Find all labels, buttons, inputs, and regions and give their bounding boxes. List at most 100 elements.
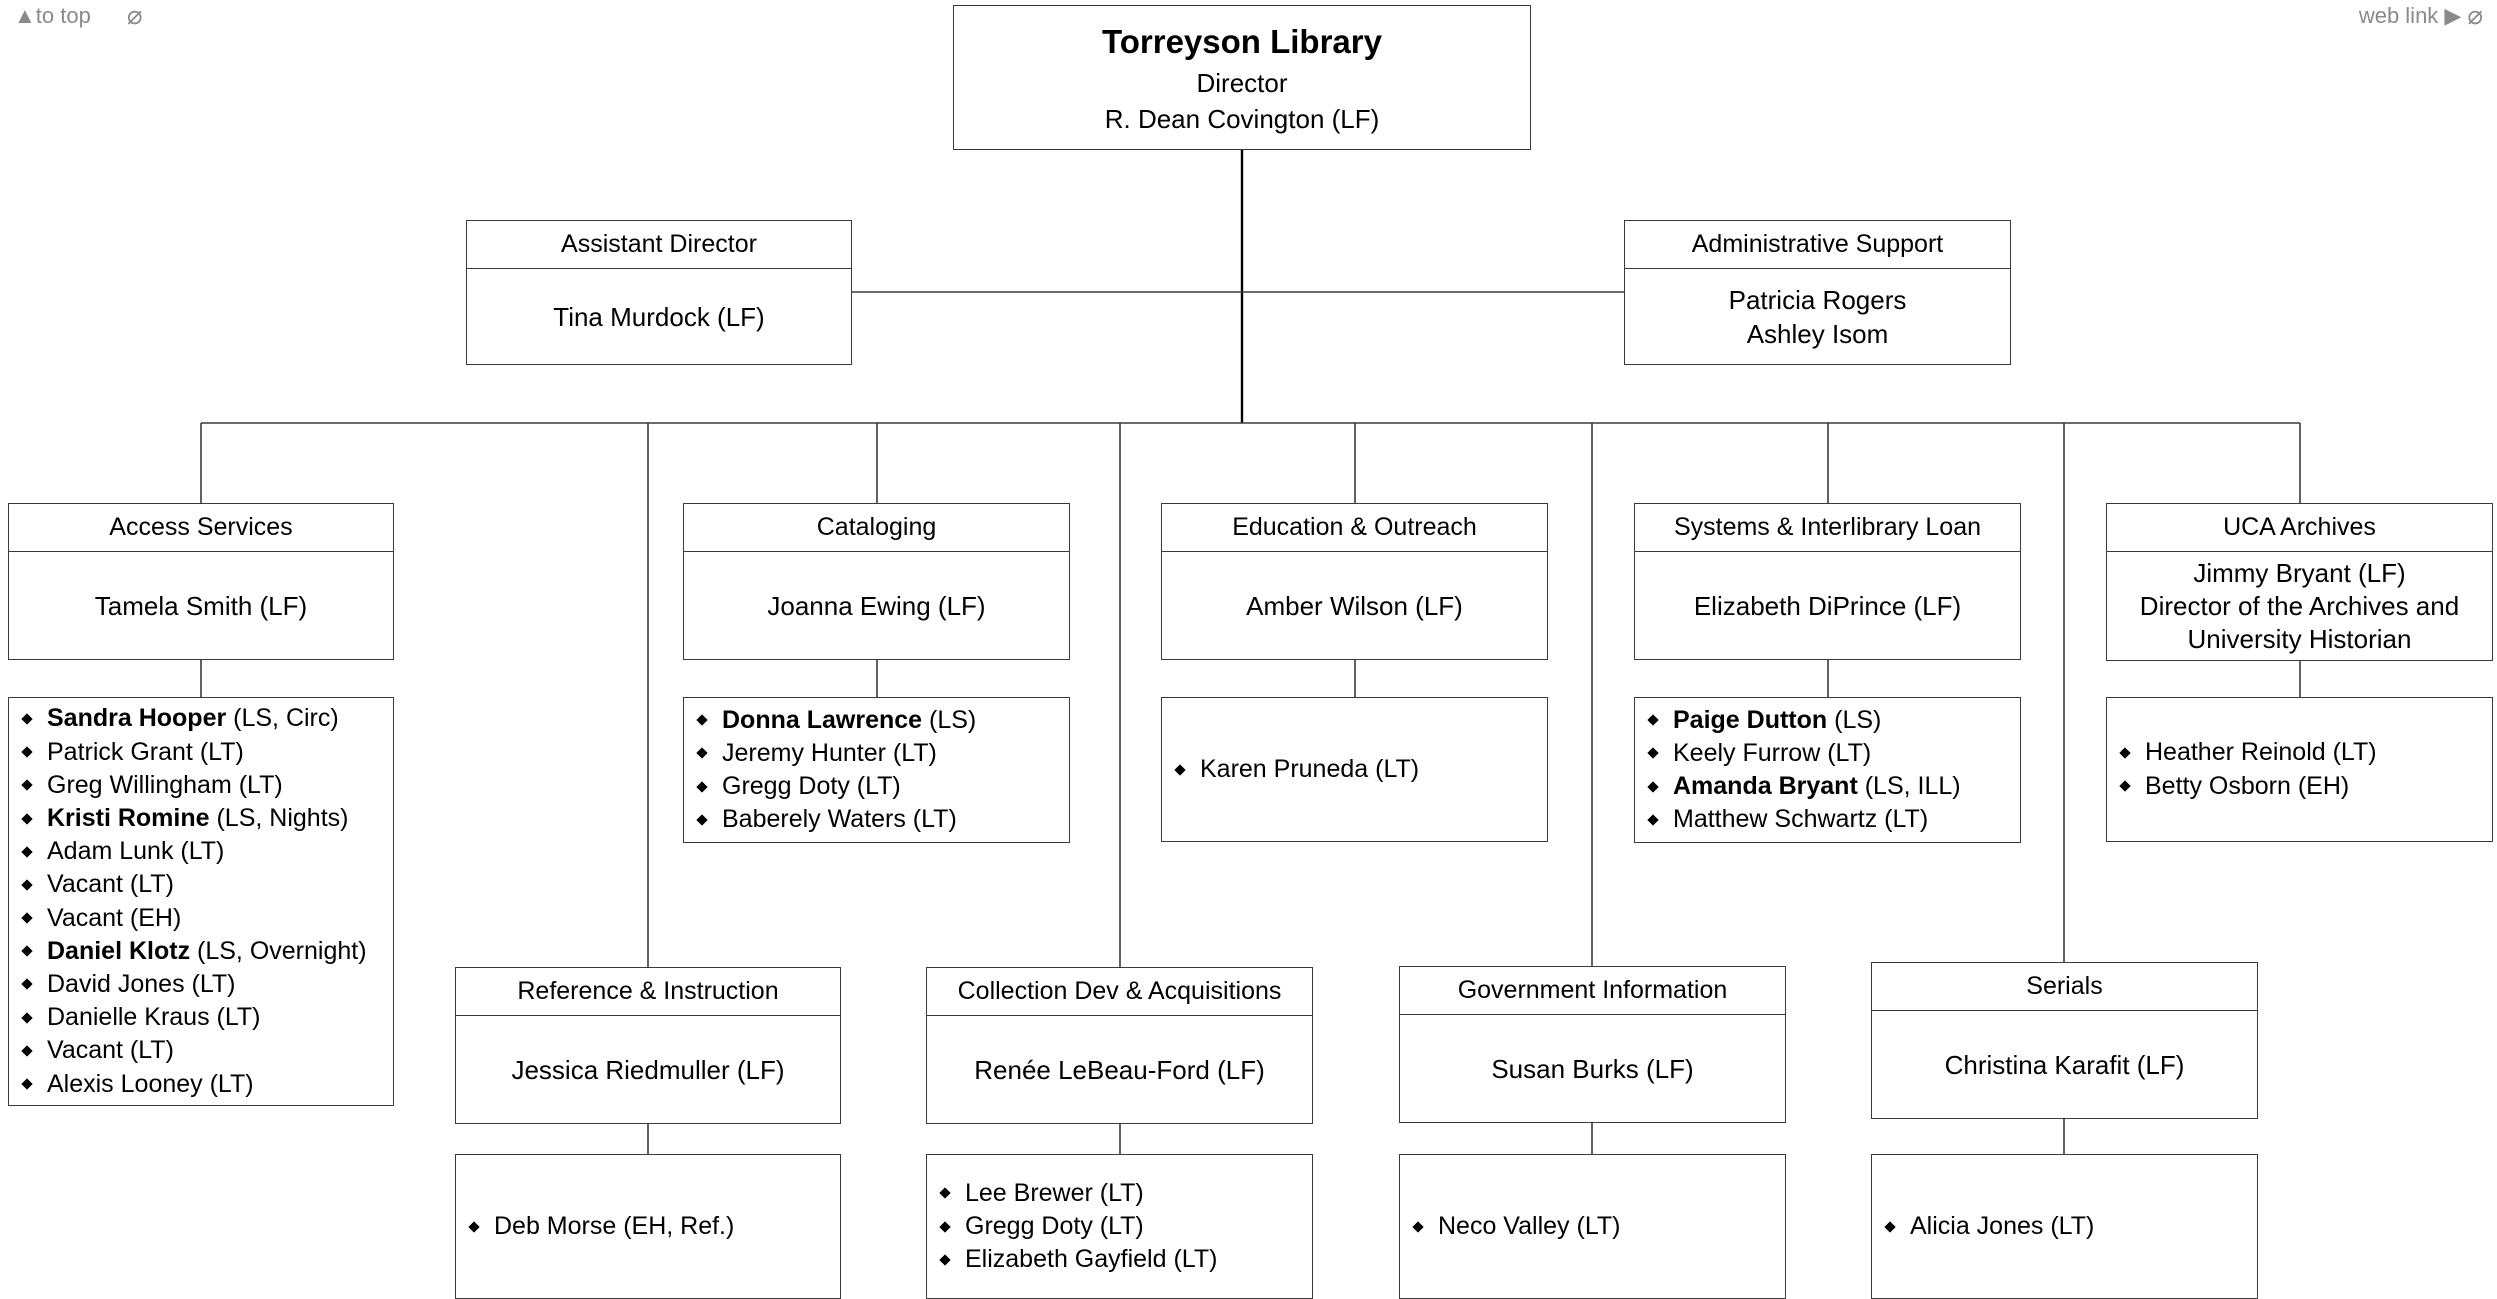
education-outreach-box: Education & Outreach Amber Wilson (LF) — [1161, 503, 1548, 660]
diamond-bullet-icon — [468, 1220, 480, 1233]
staff-name: Adam Lunk (LT) — [47, 837, 225, 866]
uca-archives-header: UCA Archives — [2107, 504, 2492, 552]
admin-support-box: Administrative Support Patricia Rogers A… — [1624, 220, 2011, 365]
staff-name: Amanda Bryant — [1673, 772, 1858, 801]
uca-archives-box: UCA Archives Jimmy Bryant (LF) Director … — [2106, 503, 2493, 661]
diamond-bullet-icon — [939, 1254, 951, 1266]
uca-archives-staff-list: Heather Reinold (LT) Betty Osborn (EH) — [2106, 697, 2493, 842]
access-services-staff-list: Sandra Hooper (LS, Circ)Patrick Grant (L… — [8, 697, 394, 1106]
staff-name: Heather Reinold (LT) — [2145, 738, 2377, 767]
director-box: Torreyson Library Director R. Dean Covin… — [953, 5, 1531, 150]
government-info-head: Susan Burks (LF) — [1491, 1053, 1694, 1084]
staff-list-item: Greg Willingham (LT) — [19, 769, 383, 802]
staff-list-item: David Jones (LT) — [19, 968, 383, 1001]
staff-name: Karen Pruneda (LT) — [1200, 755, 1420, 783]
staff-list-item: Danielle Kraus (LT) — [19, 1001, 383, 1034]
diamond-bullet-icon — [21, 912, 33, 924]
diamond-bullet-icon — [21, 978, 33, 991]
government-info-staff-list: Neco Valley (LT) — [1399, 1154, 1786, 1299]
staff-name: Deb Morse (EH, Ref.) — [494, 1212, 735, 1240]
staff-role-detail: (LS, Nights) — [209, 804, 349, 833]
director-role: Director — [1196, 67, 1288, 98]
government-info-box: Government Information Susan Burks (LF) — [1399, 966, 1786, 1123]
staff-list-item: Heather Reinold (LT) — [2117, 736, 2482, 769]
diamond-bullet-icon — [21, 879, 33, 891]
staff-list-item: Baberely Waters (LT) — [694, 803, 1059, 836]
staff-list-item: Gregg Doty (LT) — [937, 1210, 1302, 1243]
access-services-box: Access Services Tamela Smith (LF) — [8, 503, 394, 660]
access-services-head: Tamela Smith (LF) — [94, 590, 308, 621]
to-top-label[interactable]: ▲to top — [14, 2, 91, 28]
systems-ill-box: Systems & Interlibrary Loan Elizabeth Di… — [1634, 503, 2021, 660]
staff-name: Baberely Waters (LT) — [722, 805, 957, 834]
staff-name: Betty Osborn (EH) — [2145, 771, 2350, 800]
staff-name: Alicia Jones (LT) — [1910, 1212, 2095, 1240]
diamond-bullet-icon — [21, 746, 33, 758]
diamond-bullet-icon — [696, 780, 708, 793]
diamond-bullet-icon — [21, 1045, 33, 1057]
staff-list-item: Alexis Looney (LT) — [19, 1067, 383, 1100]
cataloging-box: Cataloging Joanna Ewing (LF) — [683, 503, 1070, 660]
diamond-bullet-icon — [2119, 747, 2131, 759]
diamond-bullet-icon — [21, 1078, 33, 1090]
staff-list-item: Vacant (EH) — [19, 902, 383, 935]
staff-list-item: Elizabeth Gayfield (LT) — [937, 1243, 1302, 1276]
collection-dev-head: Renée LeBeau-Ford (LF) — [974, 1054, 1265, 1085]
diamond-bullet-icon — [1174, 763, 1186, 776]
reference-instruction-header: Reference & Instruction — [456, 968, 840, 1016]
staff-list-item: Amanda Bryant (LS, ILL) — [1645, 770, 2010, 803]
cataloging-staff-list: Donna Lawrence (LS)Jeremy Hunter (LT)Gre… — [683, 697, 1070, 843]
diamond-bullet-icon — [1647, 747, 1659, 760]
staff-role-detail: (LS, Circ) — [226, 704, 339, 733]
staff-name: Daniel Klotz — [47, 936, 191, 965]
diamond-bullet-icon — [2119, 780, 2131, 792]
staff-role-detail: (LS, ILL) — [1857, 772, 1961, 801]
staff-name: Danielle Kraus (LT) — [47, 1003, 261, 1032]
web-link[interactable]: web link ▶ ⌀ — [2359, 0, 2483, 31]
link-icon[interactable]: ⌀ — [2467, 0, 2483, 30]
diamond-bullet-icon — [21, 779, 33, 792]
serials-header: Serials — [1872, 963, 2257, 1011]
systems-ill-header: Systems & Interlibrary Loan — [1635, 504, 2020, 552]
admin-support-header: Administrative Support — [1625, 221, 2010, 269]
staff-name: Patrick Grant (LT) — [47, 737, 244, 766]
staff-list-item: Matthew Schwartz (LT) — [1645, 803, 2010, 836]
link-icon[interactable]: ⌀ — [126, 0, 143, 30]
diamond-bullet-icon — [21, 945, 33, 957]
staff-name: Greg Willingham (LT) — [47, 770, 283, 799]
staff-list-item: Neco Valley (LT) — [1410, 1210, 1775, 1243]
staff-name: Matthew Schwartz (LT) — [1673, 805, 1929, 834]
uca-archives-head-line: Director of the Archives and — [2139, 590, 2460, 621]
assistant-director-name: Tina Murdock (LF) — [553, 301, 765, 332]
education-outreach-header: Education & Outreach — [1162, 504, 1547, 552]
reference-instruction-box: Reference & Instruction Jessica Riedmull… — [455, 967, 841, 1124]
diamond-bullet-icon — [21, 713, 33, 725]
staff-list-item: Sandra Hooper (LS, Circ) — [19, 702, 383, 735]
uca-archives-head-line: University Historian — [2187, 623, 2412, 654]
staff-list-item: Betty Osborn (EH) — [2117, 770, 2482, 803]
staff-list-item: Daniel Klotz (LS, Overnight) — [19, 935, 383, 968]
diamond-bullet-icon — [1647, 714, 1659, 726]
systems-ill-staff-list: Paige Dutton (LS)Keely Furrow (LT)Amanda… — [1634, 697, 2021, 843]
staff-list-item: Alicia Jones (LT) — [1882, 1210, 2247, 1243]
staff-name: Vacant (LT) — [47, 870, 174, 899]
staff-name: David Jones (LT) — [47, 969, 236, 998]
assistant-director-header: Assistant Director — [467, 221, 851, 269]
staff-list-item: Vacant (LT) — [19, 1034, 383, 1067]
staff-name: Paige Dutton — [1673, 705, 1828, 734]
reference-instruction-head: Jessica Riedmuller (LF) — [511, 1054, 785, 1085]
staff-name: Keely Furrow (LT) — [1673, 738, 1872, 767]
access-services-header: Access Services — [9, 504, 393, 552]
staff-name: Jeremy Hunter (LT) — [722, 738, 937, 767]
government-info-header: Government Information — [1400, 967, 1785, 1015]
staff-list-item: Lee Brewer (LT) — [937, 1177, 1302, 1210]
collection-dev-staff-list: Lee Brewer (LT) Gregg Doty (LT)Elizabeth … — [926, 1154, 1313, 1299]
to-top-link[interactable]: ▲to top ⌀ — [14, 0, 142, 31]
staff-list-item: Vacant (LT) — [19, 868, 383, 901]
web-link-label[interactable]: web link ▶ — [2358, 2, 2462, 28]
staff-name: Neco Valley (LT) — [1438, 1212, 1621, 1240]
staff-list-item: Patrick Grant (LT) — [19, 736, 383, 769]
staff-name: Lee Brewer (LT) — [965, 1178, 1144, 1207]
